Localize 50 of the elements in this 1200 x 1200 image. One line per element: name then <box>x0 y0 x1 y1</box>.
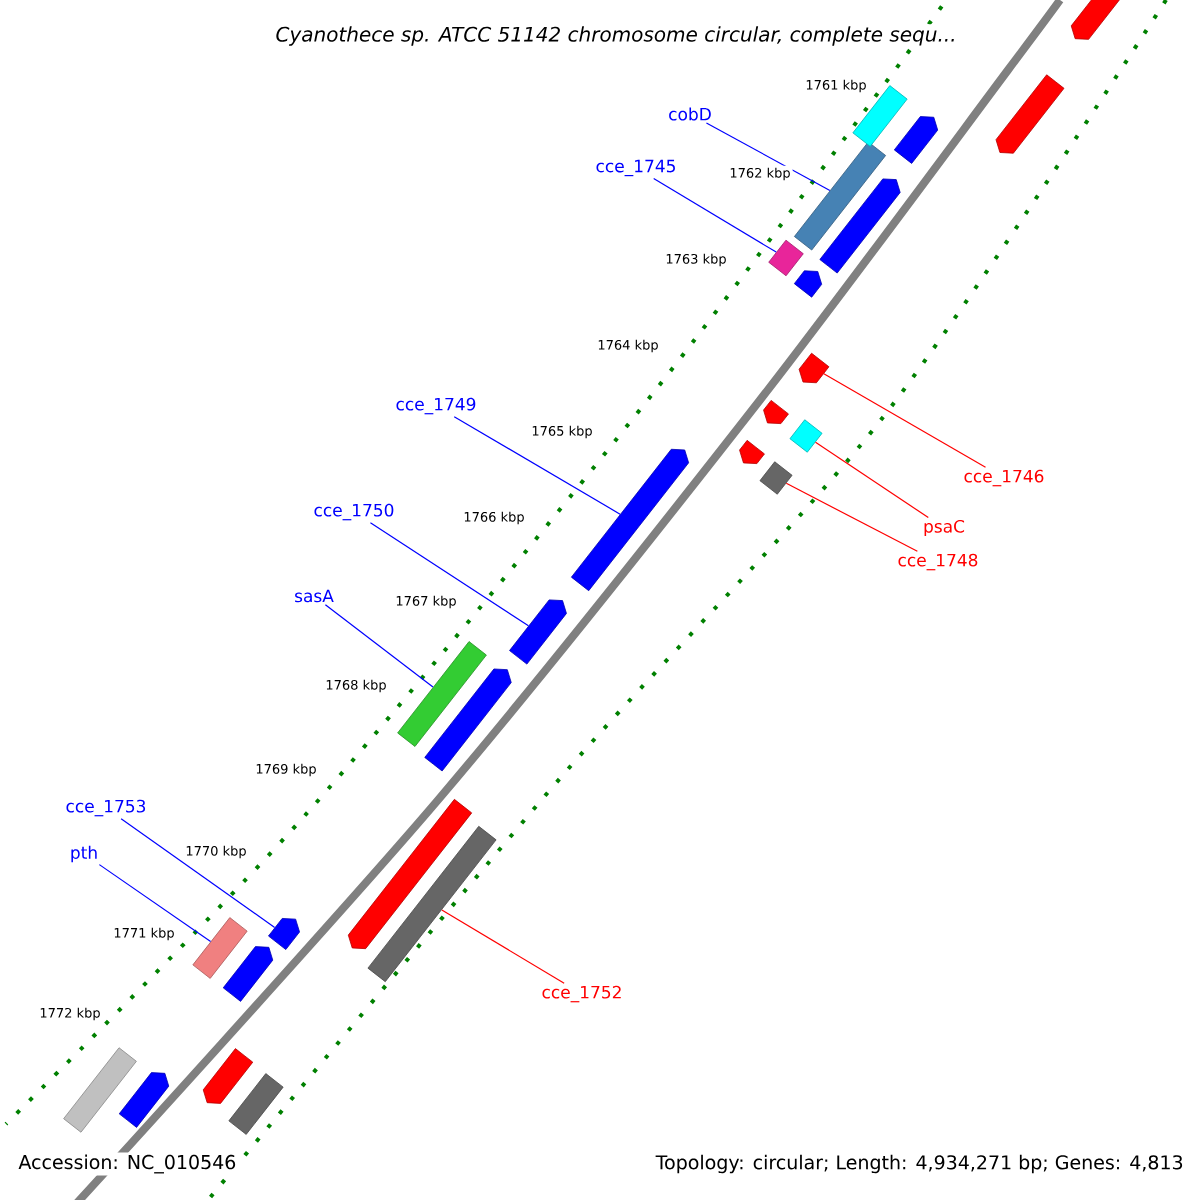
gene-feature <box>819 178 901 274</box>
gene-bar <box>367 825 497 983</box>
accession-label: Accession: NC_010546 <box>16 1152 239 1176</box>
gene-label: cce_1748 <box>898 553 978 571</box>
gene-feature <box>1070 0 1122 40</box>
leader-line <box>785 482 918 552</box>
gene-feature <box>202 1048 254 1104</box>
leader-line <box>98 864 212 943</box>
title: Cyanothece sp. ATCC 51142 chromosome circular, complete sequ... <box>273 24 959 48</box>
gene-feature <box>347 798 473 950</box>
leader-line <box>653 178 777 253</box>
gene-feature <box>798 352 830 384</box>
gene-label: pth <box>71 845 97 863</box>
gene-label: cce_1750 <box>314 503 394 521</box>
gene-label: cce_1746 <box>964 469 1044 487</box>
leader-line <box>441 909 565 984</box>
gene-bar <box>794 141 886 251</box>
gene-feature <box>995 74 1065 154</box>
gene-feature <box>268 918 300 950</box>
leader-line <box>120 818 276 928</box>
gene-label: cce_1753 <box>66 799 146 817</box>
gene-bar <box>768 239 804 277</box>
gene-feature <box>118 1072 170 1128</box>
leader-line <box>369 522 530 627</box>
gene-feature <box>571 448 690 592</box>
gene-label: sasA <box>295 589 334 603</box>
gene-bar <box>228 1073 284 1135</box>
leader-line <box>453 416 621 515</box>
gene-bar <box>759 461 793 495</box>
gene-label: cce_1749 <box>396 397 476 415</box>
gene-bar <box>63 1047 137 1133</box>
leader-line <box>823 373 987 468</box>
gene-label: cce_1752 <box>542 985 621 1003</box>
leader-line <box>324 604 434 688</box>
gene-label: cobD <box>669 107 711 121</box>
gene-bar <box>192 917 248 979</box>
summary-label: Topology: circular; Length: 4,934,271 bp; Genes: 4,813 <box>653 1152 1186 1176</box>
gene-feature <box>424 668 512 772</box>
leader-line <box>705 122 831 192</box>
leader-line <box>814 441 929 519</box>
gene-feature <box>509 599 567 665</box>
gene-bar <box>397 641 487 747</box>
gene-label: cce_1745 <box>596 159 675 177</box>
gene-bar <box>789 419 823 453</box>
gene-label: psaC <box>924 519 965 537</box>
gene-feature <box>763 400 789 424</box>
gene-feature <box>893 116 939 164</box>
gene-feature <box>222 946 274 1002</box>
gene-feature <box>739 439 765 464</box>
gene-feature <box>793 270 823 298</box>
